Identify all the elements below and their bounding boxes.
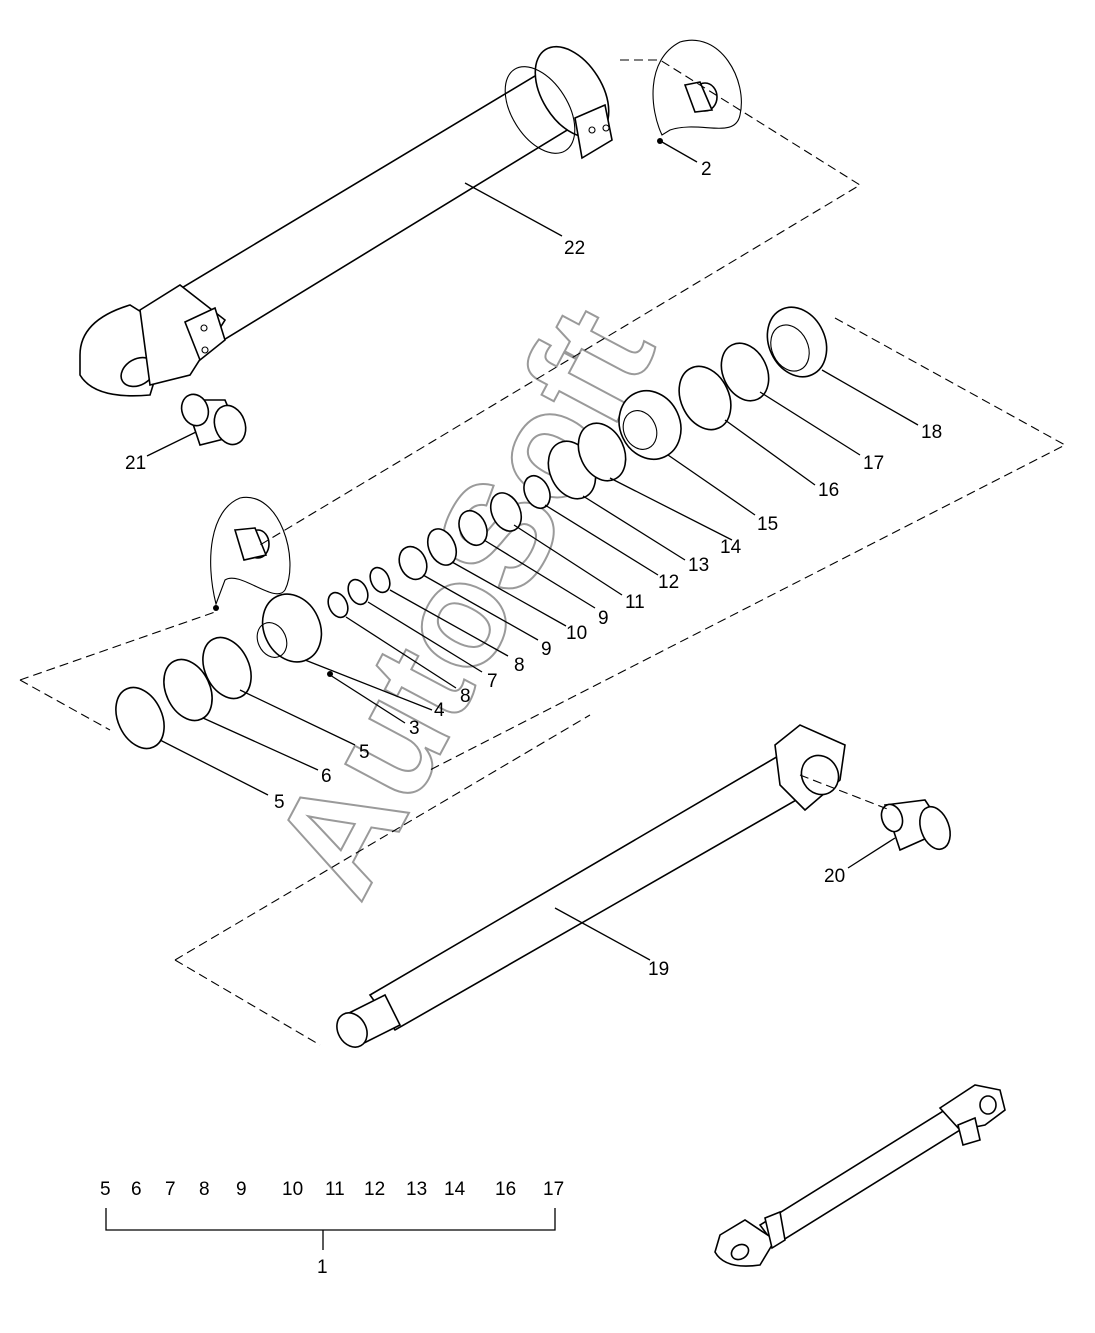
callout-9a: 9 [598,608,609,629]
kit-member-17: 17 [543,1179,564,1200]
bushing-20 [880,799,951,852]
callout-3: 3 [409,718,420,739]
callout-4: 4 [434,700,445,721]
callout-14: 14 [720,537,742,558]
callout-11: 11 [625,592,645,613]
callout-12: 12 [658,572,679,593]
callout-8a: 8 [514,655,525,676]
kit-member-7: 7 [165,1179,176,1200]
kit-member-16: 16 [495,1179,516,1200]
callout-15: 15 [757,514,778,535]
kit-member-13: 13 [406,1179,427,1200]
kit-member-10: 10 [282,1179,303,1200]
kit-label-1: 1 [317,1257,328,1278]
callout-5a: 5 [359,742,370,763]
kit-member-9: 9 [236,1179,247,1200]
callout-5b: 5 [274,792,285,813]
seal-kit-parts [115,306,828,750]
callout-2: 2 [701,159,712,180]
seal-kit-bracket: 5 6 7 8 9 10 11 12 13 14 16 17 1 [100,1179,564,1278]
assembly-outlines [19,59,1067,1046]
callout-16: 16 [818,480,839,501]
callout-8b: 8 [460,686,471,707]
kit-member-6: 6 [131,1179,142,1200]
bushing-21 [180,393,247,446]
callout-6: 6 [321,766,332,787]
kit-member-11: 11 [325,1179,345,1200]
callout-9b: 9 [541,639,552,660]
callout-18: 18 [921,422,942,443]
callout-21: 21 [125,453,146,474]
callout-13: 13 [688,555,709,576]
callout-22: 22 [564,238,585,259]
assembled-cylinder-thumbnail [714,1084,1006,1267]
callout-19: 19 [648,959,669,980]
callout-10: 10 [566,623,587,644]
callout-labels: 2 22 21 18 17 16 15 14 13 12 11 9 10 9 8… [125,159,942,980]
kit-member-8: 8 [199,1179,210,1200]
kit-member-12: 12 [364,1179,385,1200]
callout-7: 7 [487,671,498,692]
kit-member-14: 14 [444,1179,466,1200]
callout-17: 17 [863,453,884,474]
piston-rod [336,724,846,1048]
detail-bubble-top [652,39,742,144]
kit-member-5: 5 [100,1179,111,1200]
callout-20: 20 [824,866,845,887]
leader-lines [146,141,919,961]
detail-bubble-middle [210,496,291,606]
cylinder-barrel [79,45,613,397]
